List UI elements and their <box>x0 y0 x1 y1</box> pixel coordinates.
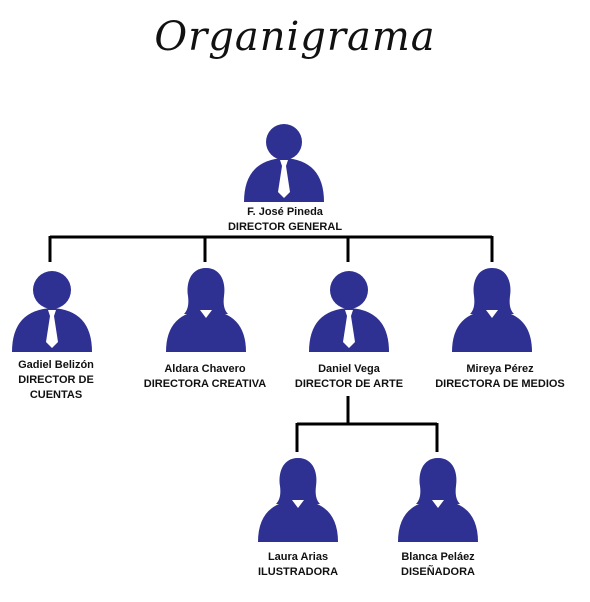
female-icon <box>166 268 246 352</box>
person-name: F. José Pineda <box>247 206 323 218</box>
male-icon <box>244 124 324 202</box>
person-name: Laura Arias <box>267 551 329 563</box>
male-icon <box>12 271 92 352</box>
person-role: DIRECTORA CREATIVA <box>143 378 267 390</box>
female-icon <box>258 458 338 542</box>
node-label-ilustradora: Laura Arias ILUSTRADORA <box>244 550 352 580</box>
person-role: DIRECTOR DE CUENTAS <box>18 374 94 401</box>
person-director-cuentas <box>10 266 94 352</box>
person-role: DISEÑADORA <box>401 566 475 578</box>
person-directora-creativa <box>164 266 248 352</box>
person-director-arte <box>307 266 391 352</box>
node-label-disenadora: Blanca Peláez DISEÑADORA <box>382 550 494 580</box>
person-name: Aldara Chavero <box>164 363 246 375</box>
chart-title: Organigrama <box>154 14 436 60</box>
person-name: Daniel Vega <box>318 363 380 375</box>
person-disenadora <box>396 456 480 542</box>
person-role: DIRECTOR GENERAL <box>227 221 343 233</box>
node-label-director-general: F. José Pineda DIRECTOR GENERAL <box>205 205 365 235</box>
person-name: Blanca Peláez <box>401 551 475 563</box>
person-role: DIRECTORA DE MEDIOS <box>435 378 565 390</box>
person-director-general <box>242 118 326 202</box>
person-role: ILUSTRADORA <box>257 566 339 578</box>
person-directora-medios <box>450 266 534 352</box>
male-icon <box>309 271 389 352</box>
node-label-directora-medios: Mireya Pérez DIRECTORA DE MEDIOS <box>420 362 580 392</box>
node-label-directora-creativa: Aldara Chavero DIRECTORA CREATIVA <box>130 362 280 392</box>
person-role: DIRECTOR DE ARTE <box>294 378 404 390</box>
female-icon <box>398 458 478 542</box>
person-name: Mireya Pérez <box>466 363 534 375</box>
female-icon <box>452 268 532 352</box>
person-ilustradora <box>256 456 340 542</box>
node-label-director-cuentas: Gadiel Belizón DIRECTOR DE CUENTAS <box>4 358 108 403</box>
person-name: Gadiel Belizón <box>18 359 94 371</box>
node-label-director-arte: Daniel Vega DIRECTOR DE ARTE <box>282 362 416 392</box>
